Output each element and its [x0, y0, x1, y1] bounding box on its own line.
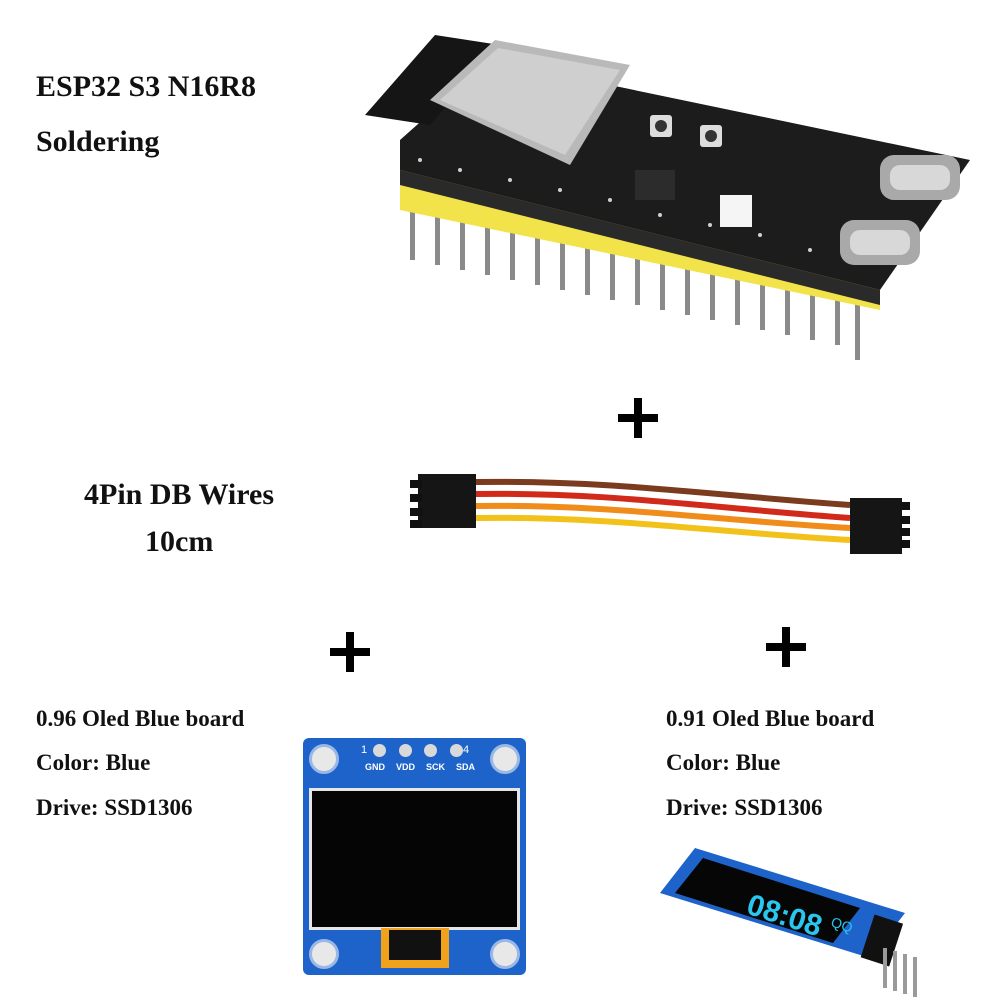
- oled091-drive: Drive: SSD1306: [666, 795, 823, 820]
- mount-hole: [309, 939, 339, 969]
- wires-title: 4Pin DB Wires: [84, 478, 275, 511]
- dupont-wires-image: [410, 474, 910, 554]
- oled096-name: 0.96 Oled Blue board: [36, 706, 245, 731]
- oled096-drive: Drive: SSD1306: [36, 795, 193, 820]
- pin-number-1: 1: [361, 744, 368, 756]
- oled091-color: Color: Blue: [666, 750, 781, 775]
- oled096-board-image: 1 4 GND VDD SCK SDA: [303, 738, 526, 975]
- pin-label-sck: SCK: [425, 762, 445, 772]
- mount-hole: [490, 744, 520, 774]
- oled091-name: 0.91 Oled Blue board: [666, 706, 875, 731]
- pin-label-gnd: GND: [365, 762, 385, 772]
- oled091-screen-text: QQ: [829, 914, 855, 936]
- pin-number-4: 4: [463, 744, 470, 756]
- oled091-board-image: 08:08 QQ: [660, 848, 917, 997]
- esp32-board-image: [365, 35, 970, 360]
- mount-hole: [309, 744, 339, 774]
- pin-label-sda: SDA: [455, 762, 475, 772]
- pin-pad: [449, 744, 463, 757]
- wires-length: 10cm: [145, 525, 214, 558]
- pin-pad: [373, 744, 386, 757]
- oled-screen: [309, 788, 520, 930]
- pin-pad: [424, 744, 438, 757]
- esp32-title: ESP32 S3 N16R8: [36, 70, 257, 103]
- plus-icon: [766, 627, 806, 667]
- pin-label-vdd: VDD: [395, 762, 415, 772]
- esp32-subtitle: Soldering: [36, 125, 160, 158]
- mount-hole: [490, 939, 520, 969]
- oled096-color: Color: Blue: [36, 750, 151, 775]
- plus-icon: [330, 632, 370, 672]
- pin-pad: [398, 744, 412, 757]
- plus-icon: [618, 398, 658, 438]
